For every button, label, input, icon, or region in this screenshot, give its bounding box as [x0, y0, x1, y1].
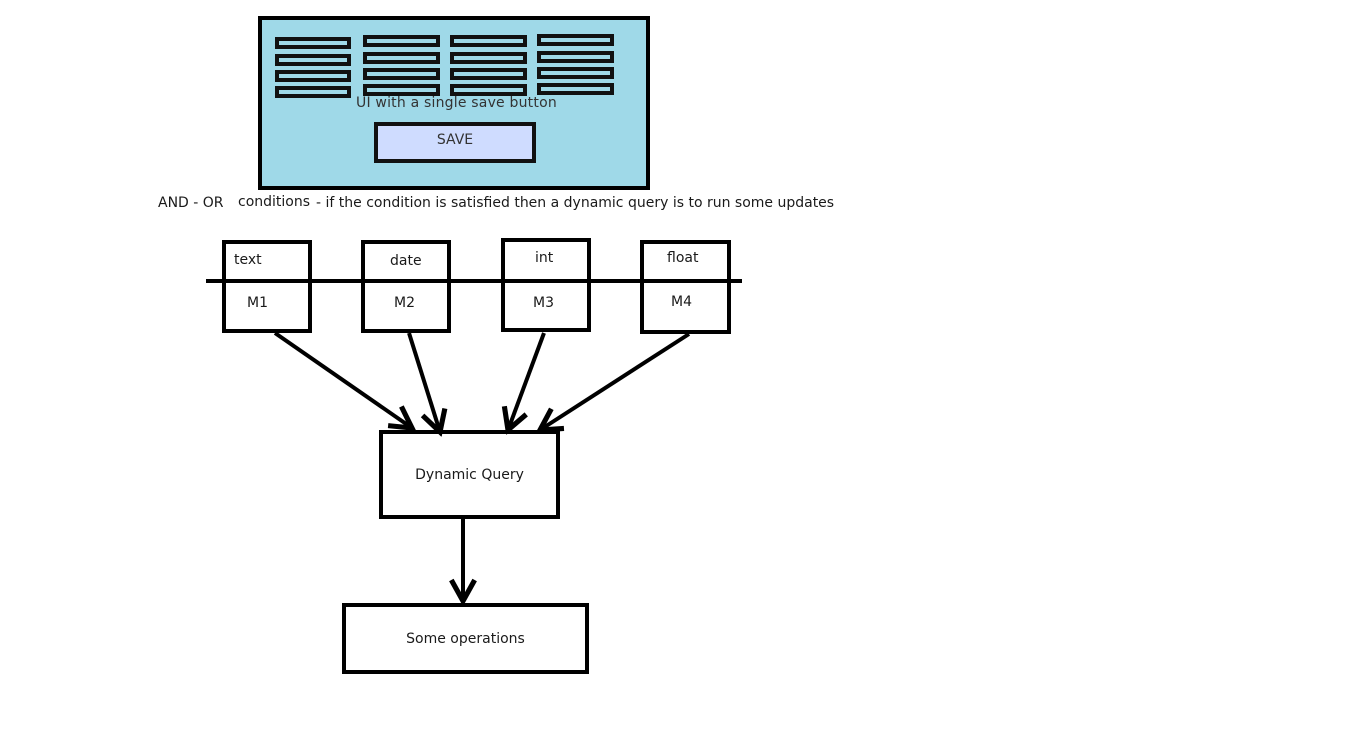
form-field-bar[interactable]: [275, 54, 351, 66]
form-field-bar[interactable]: [450, 35, 527, 47]
form-field-bar[interactable]: [450, 68, 527, 80]
form-field-bar[interactable]: [363, 35, 440, 47]
arrow-m1-to-query: [273, 331, 412, 428]
form-field-bar[interactable]: [363, 68, 440, 80]
module-box-m3: [501, 238, 591, 332]
save-button[interactable]: SAVE: [374, 122, 536, 163]
some-operations-box: Some operations: [342, 603, 589, 674]
module-label: M4: [671, 294, 692, 310]
module-label: M2: [394, 295, 415, 311]
form-field-bar[interactable]: [537, 34, 614, 46]
form-field-bar[interactable]: [275, 70, 351, 82]
form-field-bar[interactable]: [363, 52, 440, 64]
module-label: M1: [247, 295, 268, 311]
module-type: date: [390, 253, 422, 269]
form-field-bar[interactable]: [537, 67, 614, 79]
module-type: int: [535, 250, 554, 266]
arrow-m3-to-query: [508, 332, 546, 430]
arrow-m4-to-query: [540, 332, 691, 430]
form-field-bar[interactable]: [275, 86, 351, 98]
form-field-bar[interactable]: [275, 37, 351, 49]
form-field-bar[interactable]: [537, 51, 614, 63]
form-field-bar[interactable]: [450, 84, 527, 96]
ui-caption: UI with a single save button: [356, 95, 557, 111]
module-box-m1: [222, 240, 312, 333]
form-field-bar[interactable]: [363, 84, 440, 96]
dynamic-query-box: Dynamic Query: [379, 430, 560, 519]
module-box-m4: [640, 240, 731, 334]
form-field-bar[interactable]: [450, 52, 527, 64]
form-field-bar[interactable]: [537, 83, 614, 95]
module-label: M3: [533, 295, 554, 311]
module-type: float: [667, 250, 699, 266]
module-box-m2: [361, 240, 451, 333]
and-or-label: AND - OR: [158, 195, 224, 211]
conditions-description: - if the condition is satisfied then a d…: [316, 195, 835, 211]
arrow-m2-to-query: [407, 332, 440, 432]
conditions-label: conditions: [238, 194, 311, 210]
module-type: text: [234, 252, 262, 268]
